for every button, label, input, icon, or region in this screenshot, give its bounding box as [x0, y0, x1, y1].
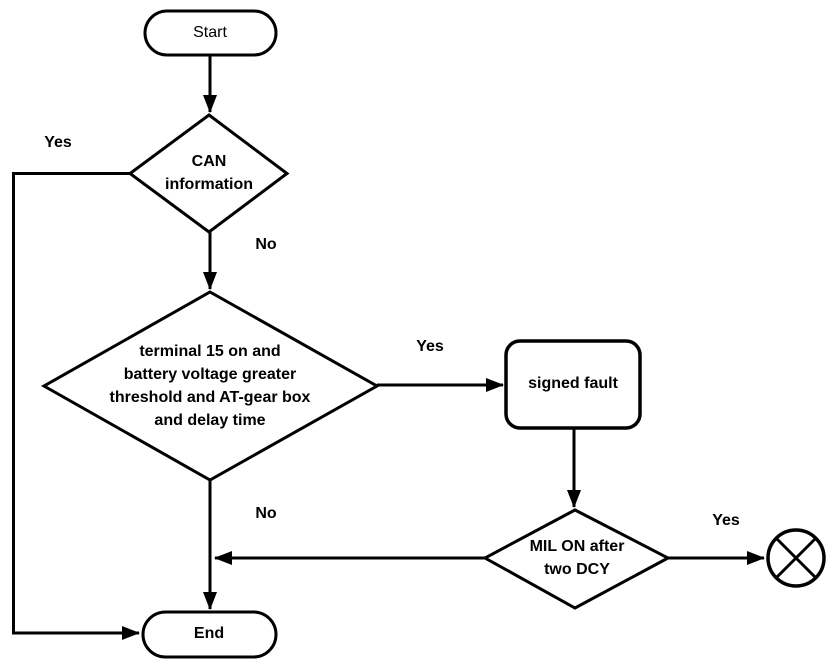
edge-can-yes-to-end [12, 172, 140, 640]
end-node-shape [141, 610, 278, 659]
mil-decision-shape [481, 508, 672, 610]
can-yes-edge-label: Yes [44, 134, 72, 151]
can-decision-shape [127, 113, 290, 234]
condition-no-edge-label: No [255, 505, 277, 522]
can-no-edge-label: No [255, 236, 277, 253]
circle-x-icon [766, 528, 826, 588]
signed-fault-node-label: signed fault [528, 375, 618, 392]
signed-fault-node-shape [504, 339, 642, 430]
can-decision-label: CAN information [165, 153, 253, 193]
start-node-shape [143, 9, 278, 57]
condition-yes-edge-label: Yes [416, 338, 444, 355]
mil-yes-edge-label: Yes [712, 512, 740, 529]
condition-decision-shape [40, 290, 381, 482]
start-node-label: Start [193, 24, 227, 41]
end-node-label: End [193, 625, 225, 642]
condition-decision-label: terminal 15 on and battery voltage great… [109, 343, 311, 429]
mil-decision-label: MIL ON after two DCY [529, 538, 625, 578]
